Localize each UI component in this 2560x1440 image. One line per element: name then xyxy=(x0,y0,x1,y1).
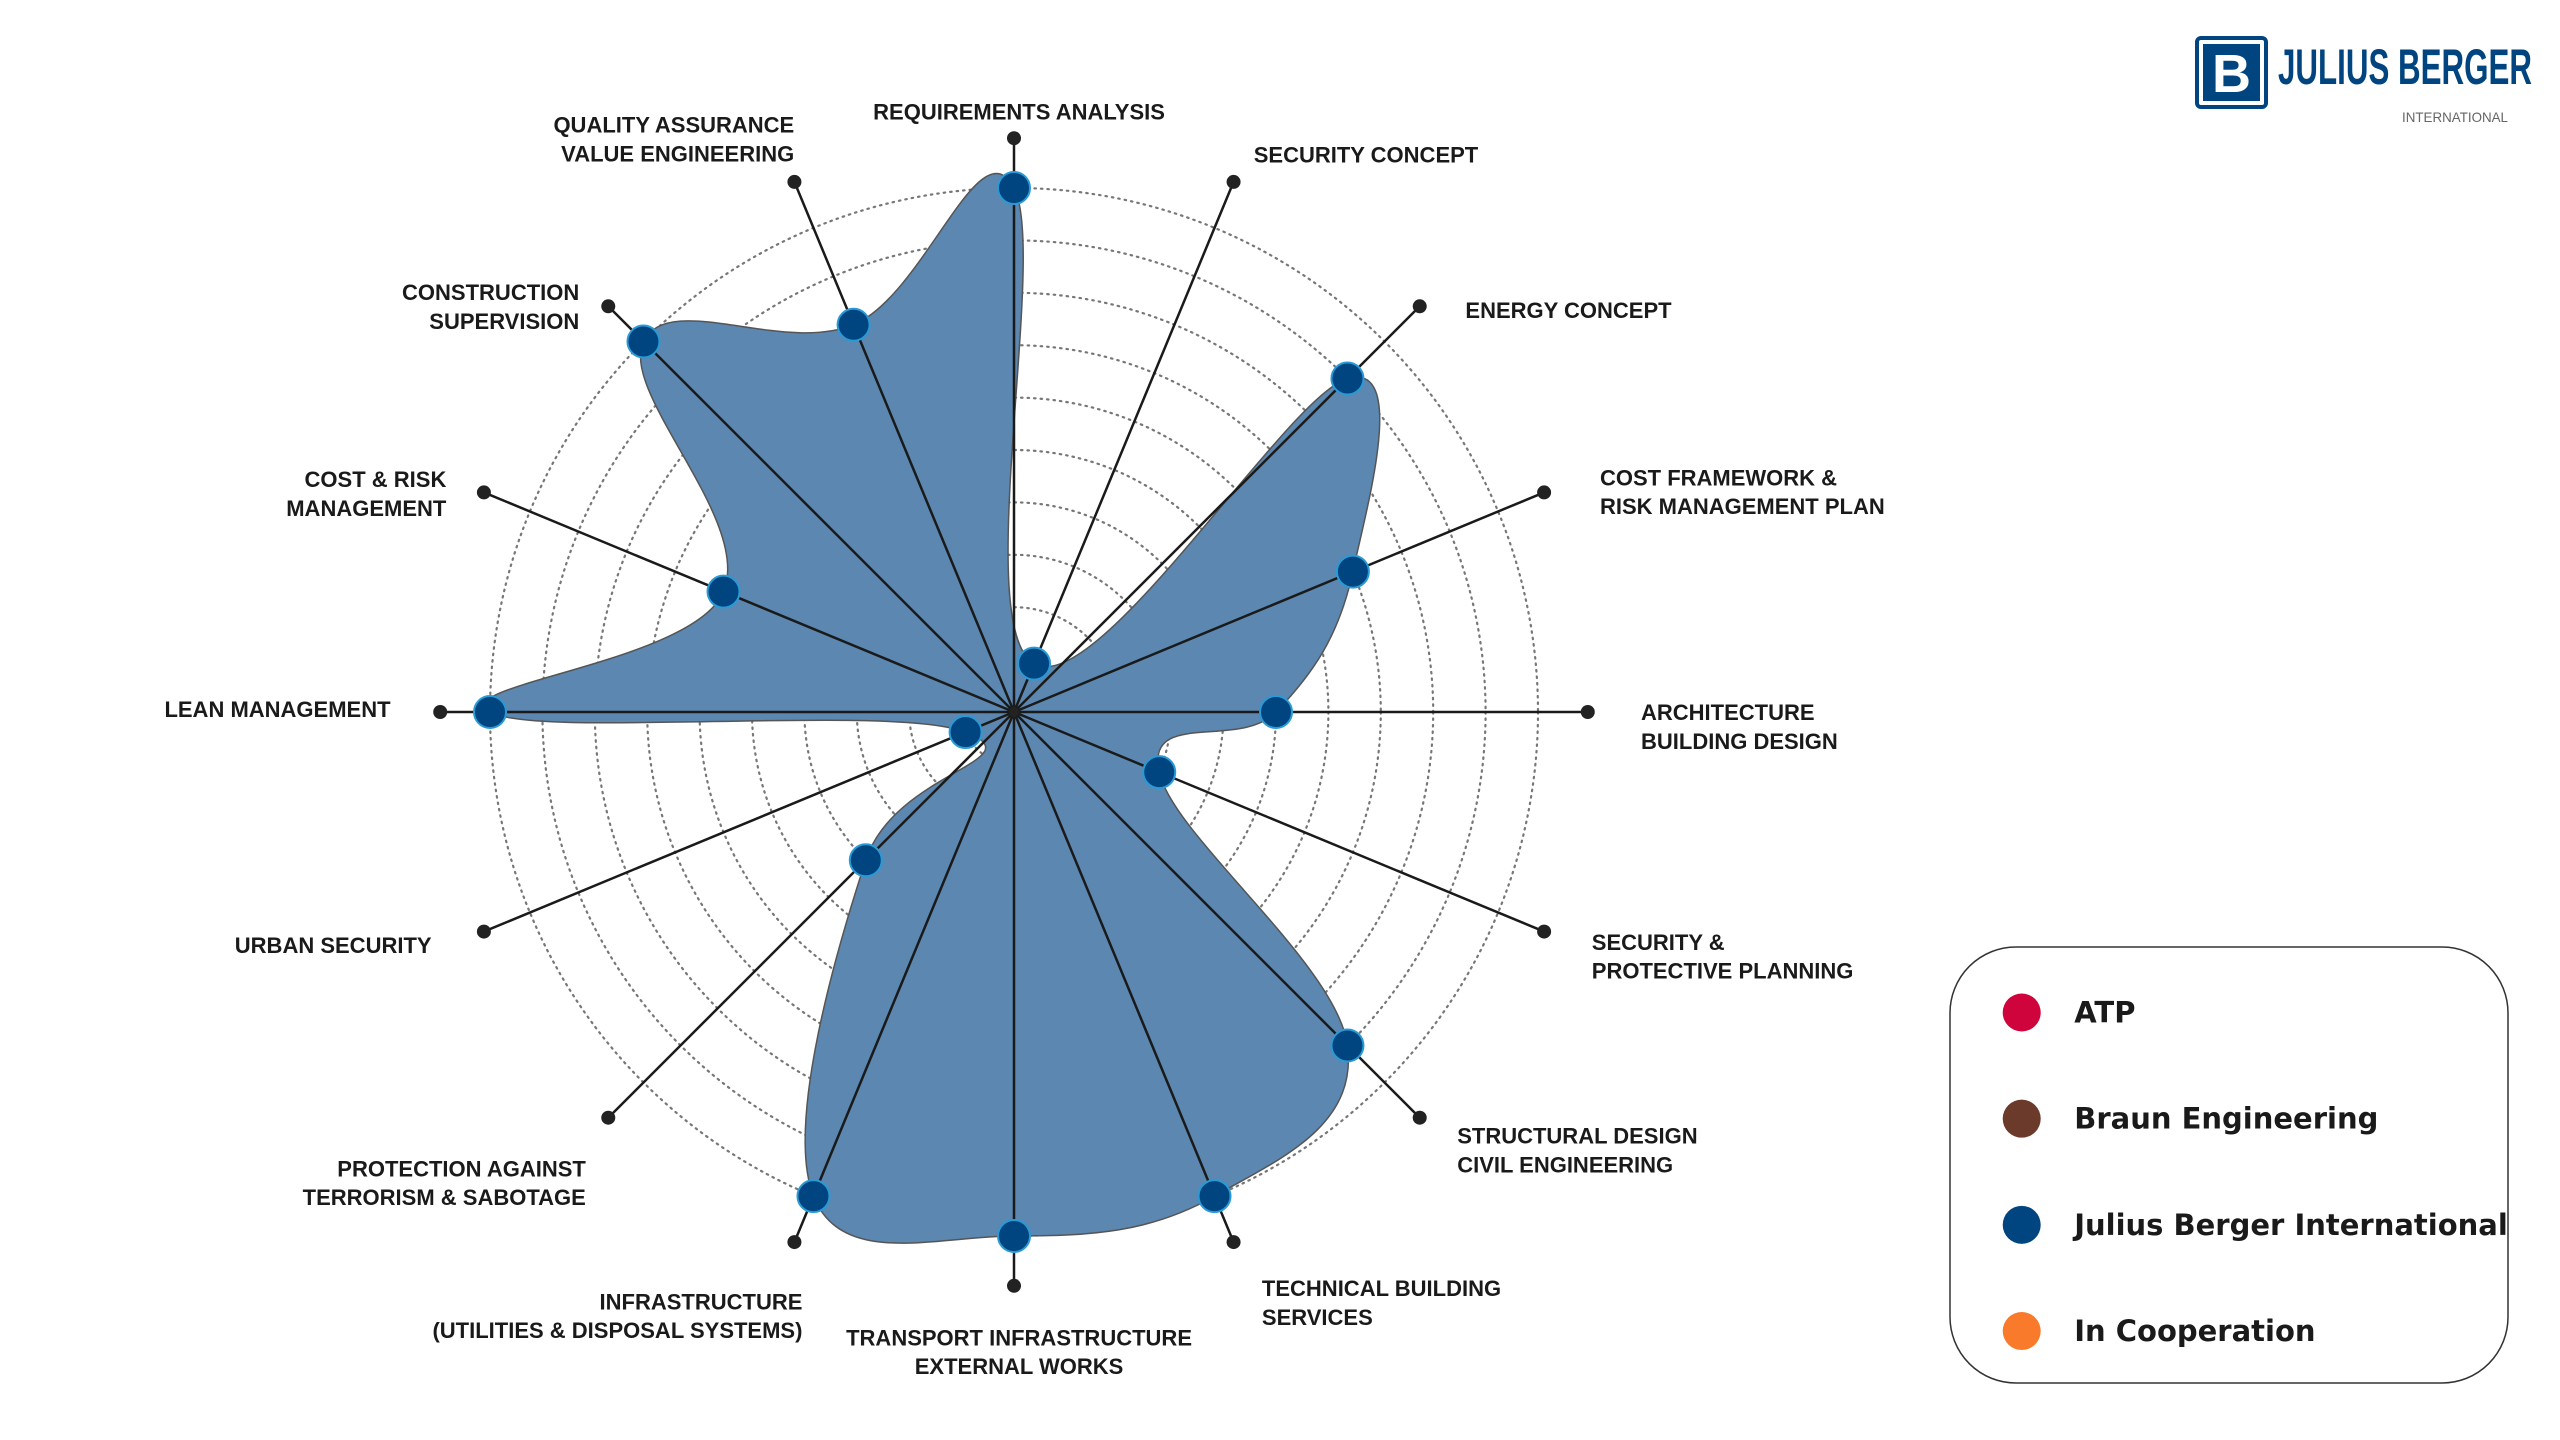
axis-end-dot xyxy=(787,1235,802,1250)
axis-label: SUPERVISION xyxy=(429,309,579,334)
axis-label: QUALITY ASSURANCE xyxy=(553,113,794,138)
data-point xyxy=(1335,554,1370,589)
axis-line xyxy=(607,711,1015,1119)
data-point xyxy=(1017,646,1052,681)
axis-end-dot xyxy=(1007,131,1021,146)
axis-label: EXTERNAL WORKS xyxy=(915,1354,1124,1379)
legend-marker xyxy=(2002,1312,2041,1351)
axis-labels: REQUIREMENTS ANALYSIS SECURITY CONCEPT ENE… xyxy=(164,100,1884,1380)
axis-label: PROTECTIVE PLANNING xyxy=(1592,959,1854,984)
axis-end-dot xyxy=(1412,299,1427,314)
axis-label: SECURITY CONCEPT xyxy=(1254,142,1479,167)
axis-label: MANAGEMENT xyxy=(286,496,447,521)
logo-sub: INTERNATIONAL xyxy=(2402,109,2508,125)
axis-end-dot xyxy=(601,299,616,314)
data-point xyxy=(997,1219,1031,1253)
data-point xyxy=(848,843,883,878)
axis-end-dot xyxy=(1226,1235,1241,1250)
data-point xyxy=(473,695,507,729)
axis-label: URBAN SECURITY xyxy=(235,933,432,958)
legend-marker xyxy=(2002,993,2041,1032)
axis-label: ARCHITECTURE xyxy=(1641,700,1815,725)
axis-label: TECHNICAL BUILDING xyxy=(1262,1276,1501,1301)
axis-end-dot xyxy=(476,485,491,500)
axis-end-dot xyxy=(1580,705,1595,719)
center-dot xyxy=(1009,707,1019,717)
data-point xyxy=(706,574,741,609)
axis-label: SERVICES xyxy=(1262,1305,1373,1330)
axis-label: ENERGY CONCEPT xyxy=(1465,298,1672,323)
axes xyxy=(433,131,1595,1293)
data-point xyxy=(1259,695,1293,729)
axis-end-dot xyxy=(1226,174,1241,189)
axis-label: REQUIREMENTS ANALYSIS xyxy=(873,100,1165,125)
axis-label: STRUCTURAL DESIGN xyxy=(1457,1124,1697,1149)
axis-end-dot xyxy=(1412,1110,1427,1125)
data-point xyxy=(1330,1028,1365,1063)
axis-end-dot xyxy=(433,705,448,719)
data-point xyxy=(948,715,983,750)
logo-name: JULIUS BERGER xyxy=(2278,39,2532,95)
logo: B JULIUS BERGER INTERNATIONAL xyxy=(2195,36,2532,125)
axis-line xyxy=(1013,710,1545,933)
legend-label: In Cooperation xyxy=(2074,1314,2315,1348)
axis-end-dot xyxy=(1537,924,1552,939)
axis-label: INFRASTRUCTURE xyxy=(600,1289,803,1314)
axis-line xyxy=(483,491,1015,714)
axis-label: (UTILITIES & DISPOSAL SYSTEMS) xyxy=(432,1318,802,1343)
axis-label: PROTECTION AGAINST xyxy=(337,1156,586,1181)
axis-end-dot xyxy=(1537,485,1552,500)
legend-marker xyxy=(2002,1099,2041,1138)
legend-label: Julius Berger International xyxy=(2072,1208,2508,1242)
axis-label: CONSTRUCTION xyxy=(402,280,579,305)
legend-marker xyxy=(2002,1205,2041,1244)
axis-label: TRANSPORT INFRASTRUCTURE xyxy=(846,1325,1192,1350)
axis-end-dot xyxy=(1007,1278,1021,1293)
axis-label: VALUE ENGINEERING xyxy=(561,141,794,166)
data-point xyxy=(997,171,1031,205)
axis-label: COST & RISK xyxy=(305,467,447,492)
axis-line xyxy=(1012,181,1235,713)
axis-label: SECURITY & xyxy=(1592,930,1725,955)
axis-line xyxy=(793,181,1016,713)
legend-label: ATP xyxy=(2074,995,2135,1029)
data-points xyxy=(473,171,1370,1253)
axis-end-dot xyxy=(601,1110,616,1125)
data-point xyxy=(626,324,661,359)
legend-label: Braun Engineering xyxy=(2074,1102,2378,1136)
axis-line xyxy=(1012,711,1235,1243)
series-area xyxy=(483,172,1381,1244)
data-point xyxy=(1197,1179,1232,1214)
axis-label: COST FRAMEWORK & xyxy=(1600,466,1837,491)
data-point xyxy=(796,1179,831,1214)
axis-line xyxy=(483,710,1015,933)
axis-label: LEAN MANAGEMENT xyxy=(164,697,391,722)
data-point xyxy=(1142,755,1177,790)
data-point xyxy=(1330,361,1365,396)
axis-label: RISK MANAGEMENT PLAN xyxy=(1600,494,1885,519)
data-point xyxy=(836,307,871,342)
axis-line xyxy=(607,305,1015,713)
axis-line xyxy=(793,711,1016,1243)
axis-label: TERRORISM & SABOTAGE xyxy=(303,1185,586,1210)
logo-letter: B xyxy=(2212,44,2251,104)
axis-end-dot xyxy=(476,924,491,939)
axis-label: CIVIL ENGINEERING xyxy=(1457,1152,1673,1177)
axis-label: BUILDING DESIGN xyxy=(1641,729,1838,754)
axis-line xyxy=(1013,491,1545,714)
axis-end-dot xyxy=(787,174,802,189)
